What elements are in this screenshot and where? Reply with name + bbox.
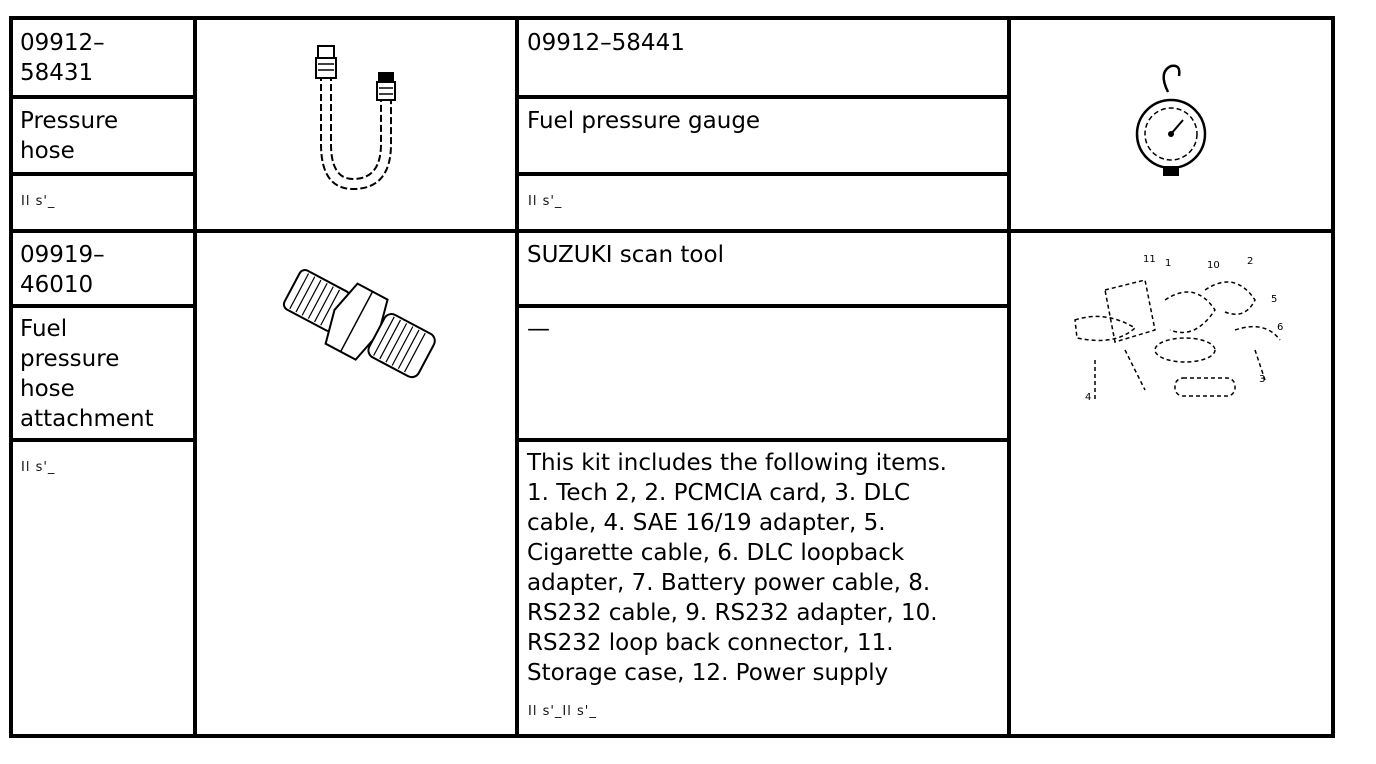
cell-divider xyxy=(13,172,193,176)
illustration-code: Il s'_ xyxy=(21,194,56,209)
svg-text:1: 1 xyxy=(1165,258,1171,269)
tool-description: This kit includes the following items. 1… xyxy=(527,450,947,686)
cell-divider xyxy=(519,304,1007,308)
row-divider xyxy=(13,229,1331,233)
part-number: 09912– 58431 xyxy=(20,30,105,86)
tool-name: Pressure hose xyxy=(20,108,119,164)
cell-divider xyxy=(13,438,193,442)
part-number: — xyxy=(527,316,550,342)
svg-text:4: 4 xyxy=(1085,392,1091,403)
svg-text:3: 3 xyxy=(1259,374,1265,385)
cell-divider xyxy=(13,95,193,99)
pressure-hose-icon xyxy=(315,45,396,191)
illustration-code: Il s'_ xyxy=(528,194,563,209)
svg-text:5: 5 xyxy=(1271,294,1277,305)
part-number: 09912–58441 xyxy=(527,30,685,56)
hose-attachment-fitting-icon xyxy=(282,269,436,379)
column-divider xyxy=(515,20,519,734)
part-number: 09919– 46010 xyxy=(20,242,105,298)
tool-name: SUZUKI scan tool xyxy=(527,242,724,268)
cell-divider xyxy=(519,172,1007,176)
fuel-pressure-gauge-icon xyxy=(1135,64,1207,176)
cell-divider xyxy=(519,95,1007,99)
svg-text:6: 6 xyxy=(1277,322,1283,333)
column-divider xyxy=(1007,20,1011,734)
tool-name: Fuel pressure gauge xyxy=(527,108,761,134)
cell-divider xyxy=(519,438,1007,442)
svg-text:11: 11 xyxy=(1143,254,1156,265)
column-divider xyxy=(193,20,197,734)
special-tools-table: 09912– 58431 Pressure hose Il s'_ 09912–… xyxy=(9,16,1335,738)
cell-divider xyxy=(13,304,193,308)
illustration-code: Il s'_ xyxy=(21,460,56,475)
svg-text:2: 2 xyxy=(1247,256,1253,267)
svg-text:10: 10 xyxy=(1207,260,1220,271)
tool-name: Fuel pressure hose attachment xyxy=(20,316,154,432)
illustration-code: Il s'_Il s'_ xyxy=(528,704,597,719)
